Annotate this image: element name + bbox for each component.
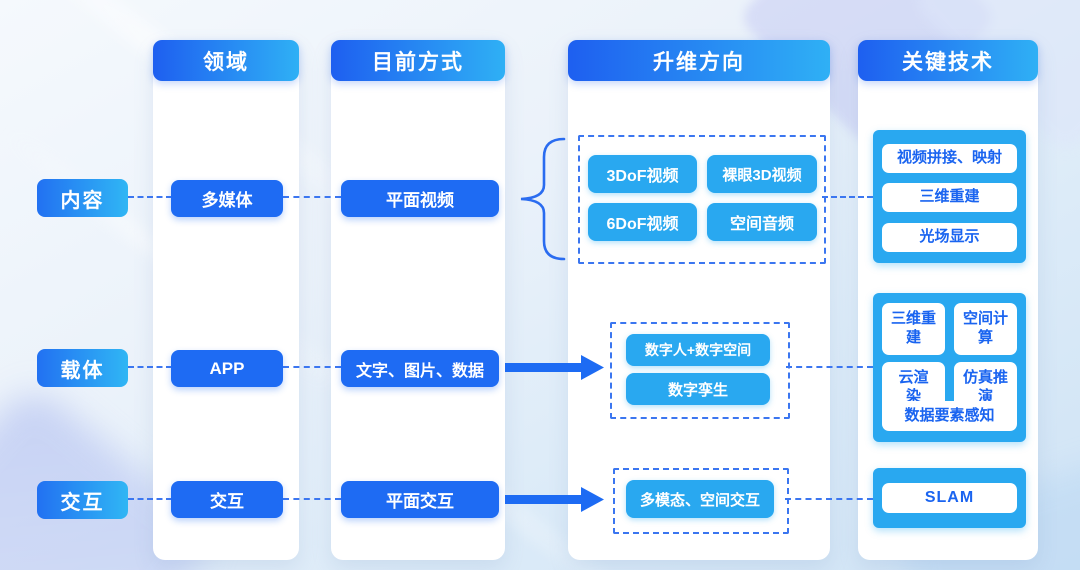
node-label: 交互 xyxy=(210,492,244,511)
node-label: APP xyxy=(209,358,245,378)
node-spatial-audio: 空间音频 xyxy=(707,203,817,241)
upgrade-group-interaction xyxy=(613,468,789,534)
arrow-right-icon xyxy=(505,355,604,380)
tech-3d-reconstruction-carrier: 三维重建 xyxy=(882,303,945,355)
tech-label: 三维重建 xyxy=(919,188,980,206)
tech-slam: SLAM xyxy=(882,483,1017,513)
dashed-connector xyxy=(128,498,172,500)
tech-data-element-perception: 数据要素感知 xyxy=(882,401,1017,431)
node-3dof-video: 3DoF视频 xyxy=(588,155,697,193)
node-flat-interaction: 平面交互 xyxy=(341,481,499,518)
tech-label: 数据要素感知 xyxy=(904,406,995,424)
row-label-carrier: 载体 xyxy=(37,349,128,387)
node-label: 多模态、空间交互 xyxy=(639,491,760,509)
tech-label: 光场显示 xyxy=(919,228,980,246)
tech-label: 云渲染 xyxy=(898,369,929,405)
node-multimodal-spatial-interaction: 多模态、空间交互 xyxy=(626,480,774,518)
arrow-right-icon xyxy=(505,487,604,512)
node-naked-eye-3d-video: 裸眼3D视频 xyxy=(707,155,817,193)
column-header-upgrade-direction: 升维方向 xyxy=(568,40,830,81)
node-digital-human-space: 数字人+数字空间 xyxy=(626,334,770,366)
dashed-connector xyxy=(785,498,873,500)
curly-brace-icon xyxy=(520,137,566,261)
tech-spatial-computing: 空间计算 xyxy=(954,303,1017,355)
tech-light-field-display: 光场显示 xyxy=(882,223,1017,252)
dashed-connector xyxy=(786,366,873,368)
row-label-text: 交互 xyxy=(60,491,105,514)
dashed-connector xyxy=(283,196,341,198)
node-label: 平面交互 xyxy=(386,492,454,511)
dashed-connector xyxy=(128,366,172,368)
node-label: 裸眼3D视频 xyxy=(722,166,802,184)
row-label-text: 内容 xyxy=(60,189,105,212)
row-label-content: 内容 xyxy=(37,179,128,217)
column-header-label: 领域 xyxy=(203,50,249,74)
node-digital-twin: 数字孪生 xyxy=(626,373,770,405)
node-label: 空间音频 xyxy=(729,216,794,233)
upgrade-group-content xyxy=(578,135,826,264)
upgrade-group-carrier xyxy=(610,322,790,419)
dashed-connector xyxy=(283,498,341,500)
node-label: 6DoF视频 xyxy=(606,216,679,233)
tech-3d-reconstruction: 三维重建 xyxy=(882,183,1017,212)
node-label: 数字孪生 xyxy=(667,381,728,399)
column-header-label: 关键技术 xyxy=(902,50,994,74)
node-flat-video: 平面视频 xyxy=(341,180,499,217)
column-header-current-method: 目前方式 xyxy=(331,40,505,81)
tech-label: 仿真推演 xyxy=(962,369,1008,405)
tech-label: SLAM xyxy=(924,489,975,506)
column-header-domain: 领域 xyxy=(153,40,299,81)
column-header-label: 目前方式 xyxy=(372,50,464,74)
column-panel-current-method xyxy=(331,40,505,560)
tech-label: 视频拼接、映射 xyxy=(896,149,1002,167)
node-multimedia: 多媒体 xyxy=(171,180,283,217)
dashed-connector xyxy=(822,196,873,198)
column-header-label: 升维方向 xyxy=(653,50,745,74)
row-label-text: 载体 xyxy=(60,359,105,382)
node-label: 3DoF视频 xyxy=(606,168,679,185)
dashed-connector xyxy=(128,196,172,198)
node-6dof-video: 6DoF视频 xyxy=(588,203,697,241)
column-panel-domain xyxy=(153,40,299,560)
tech-label: 空间计算 xyxy=(962,310,1008,346)
node-interaction: 交互 xyxy=(171,481,283,518)
column-panel-upgrade-direction xyxy=(568,40,830,560)
dashed-connector xyxy=(283,366,341,368)
node-label: 文字、图片、数据 xyxy=(355,362,484,380)
column-header-key-technology: 关键技术 xyxy=(858,40,1038,81)
node-label: 数字人+数字空间 xyxy=(644,342,752,358)
row-label-interaction: 交互 xyxy=(37,481,128,519)
node-label: 平面视频 xyxy=(386,191,454,210)
tech-video-stitching-mapping: 视频拼接、映射 xyxy=(882,144,1017,173)
node-label: 多媒体 xyxy=(201,191,253,210)
node-text-image-data: 文字、图片、数据 xyxy=(341,350,499,387)
node-app: APP xyxy=(171,350,283,387)
tech-label: 三维重建 xyxy=(890,310,936,346)
